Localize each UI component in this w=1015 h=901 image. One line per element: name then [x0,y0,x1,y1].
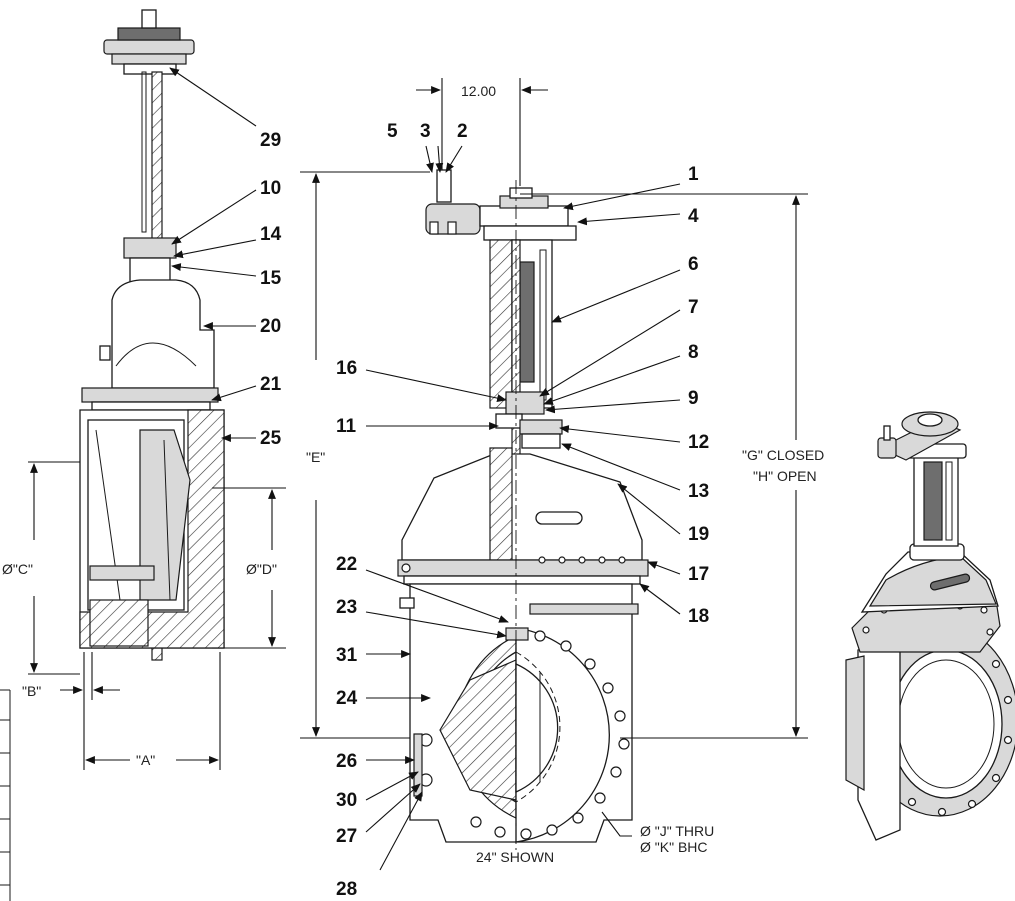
callout-3: 3 [420,121,431,142]
callout-24: 24 [336,688,358,709]
callout-numbers: 1 2 3 4 5 6 7 8 9 10 11 12 13 14 15 16 1… [260,121,709,900]
callout-9: 9 [688,388,699,409]
callout-14: 14 [260,224,282,245]
callout-16: 16 [336,358,357,379]
dim-12: 12.00 [461,83,496,99]
dim-a: "A" [136,752,155,768]
dim-d: Ø"D" [246,561,277,577]
callout-23: 23 [336,597,357,618]
callout-11: 11 [336,416,357,437]
callout-10: 10 [260,178,281,199]
dim-k-bhc: Ø "K" BHC [640,839,708,855]
dim-g-closed: "G" CLOSED [742,447,824,463]
callout-30: 30 [336,790,357,811]
side-section-view [79,9,225,661]
callout-31: 31 [336,645,358,666]
dim-e: "E" [306,449,325,465]
dim-size-shown: 24" SHOWN [476,849,554,865]
callout-26: 26 [336,751,357,772]
callout-25: 25 [260,428,282,449]
callout-6: 6 [688,254,699,275]
dim-b: "B" [22,683,41,699]
callout-7: 7 [688,297,699,318]
callout-17: 17 [688,564,709,585]
callout-22: 22 [336,554,357,575]
callout-28: 28 [336,879,357,900]
dim-j-thru: Ø "J" THRU [640,823,714,839]
callout-29: 29 [260,130,281,151]
dim-h-open: "H" OPEN [753,468,817,484]
callout-20: 20 [260,316,281,337]
callout-21: 21 [260,374,282,395]
callout-2: 2 [457,121,468,142]
callout-27: 27 [336,826,357,847]
callout-1: 1 [688,164,699,185]
bolt-holes [470,630,630,840]
callout-15: 15 [260,268,282,289]
callout-12: 12 [688,432,709,453]
isometric-view [845,411,1015,841]
dimension-lines [0,78,808,901]
callout-13: 13 [688,481,709,502]
front-section-view [397,169,649,843]
callout-18: 18 [688,606,709,627]
dimension-labels: 12.00 "E" "G" CLOSED "H" OPEN Ø"C" Ø"D" … [2,83,824,865]
callout-leaders [169,67,681,871]
callout-19: 19 [688,524,709,545]
callout-8: 8 [688,342,699,363]
callout-4: 4 [688,206,699,227]
dim-c: Ø"C" [2,561,33,577]
callout-5: 5 [387,121,398,142]
